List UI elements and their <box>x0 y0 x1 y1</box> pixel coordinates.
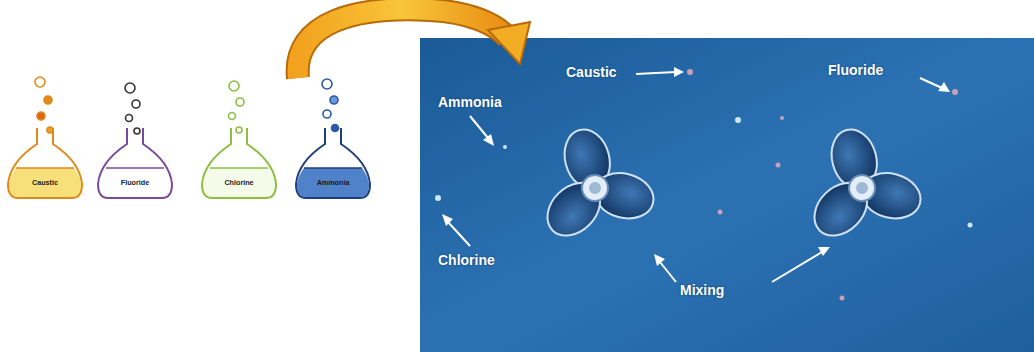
flask-label: Ammonia <box>292 178 374 187</box>
flask-label: Chlorine <box>198 178 280 187</box>
mixing-tank <box>420 38 1034 352</box>
chemical-flask: Caustic <box>4 128 86 202</box>
flask-outline <box>4 128 86 202</box>
chemical-flask: Chlorine <box>198 128 280 202</box>
bubbles <box>35 77 339 134</box>
tank-label: Mixing <box>680 282 724 298</box>
particles <box>687 69 958 301</box>
transfer-arrow <box>298 9 508 78</box>
mixer-propeller <box>786 114 936 252</box>
leader-arrows <box>442 67 950 282</box>
tank-label: Ammonia <box>438 94 502 110</box>
chemical-flask: Fluoride <box>94 128 176 202</box>
tank-label: Chlorine <box>438 252 495 268</box>
flask-label: Fluoride <box>94 178 176 187</box>
chemical-flask: Ammonia <box>292 128 374 202</box>
flask-label: Caustic <box>4 178 86 187</box>
flask-outline <box>94 128 176 202</box>
flask-outline <box>198 128 280 202</box>
tank-label: Fluoride <box>828 62 883 78</box>
mixer-propeller <box>519 114 669 252</box>
particles <box>435 117 973 228</box>
arrow-head <box>488 22 530 64</box>
tank-label: Caustic <box>566 64 617 80</box>
flask-outline <box>292 128 374 202</box>
transfer-arrow <box>298 9 508 78</box>
